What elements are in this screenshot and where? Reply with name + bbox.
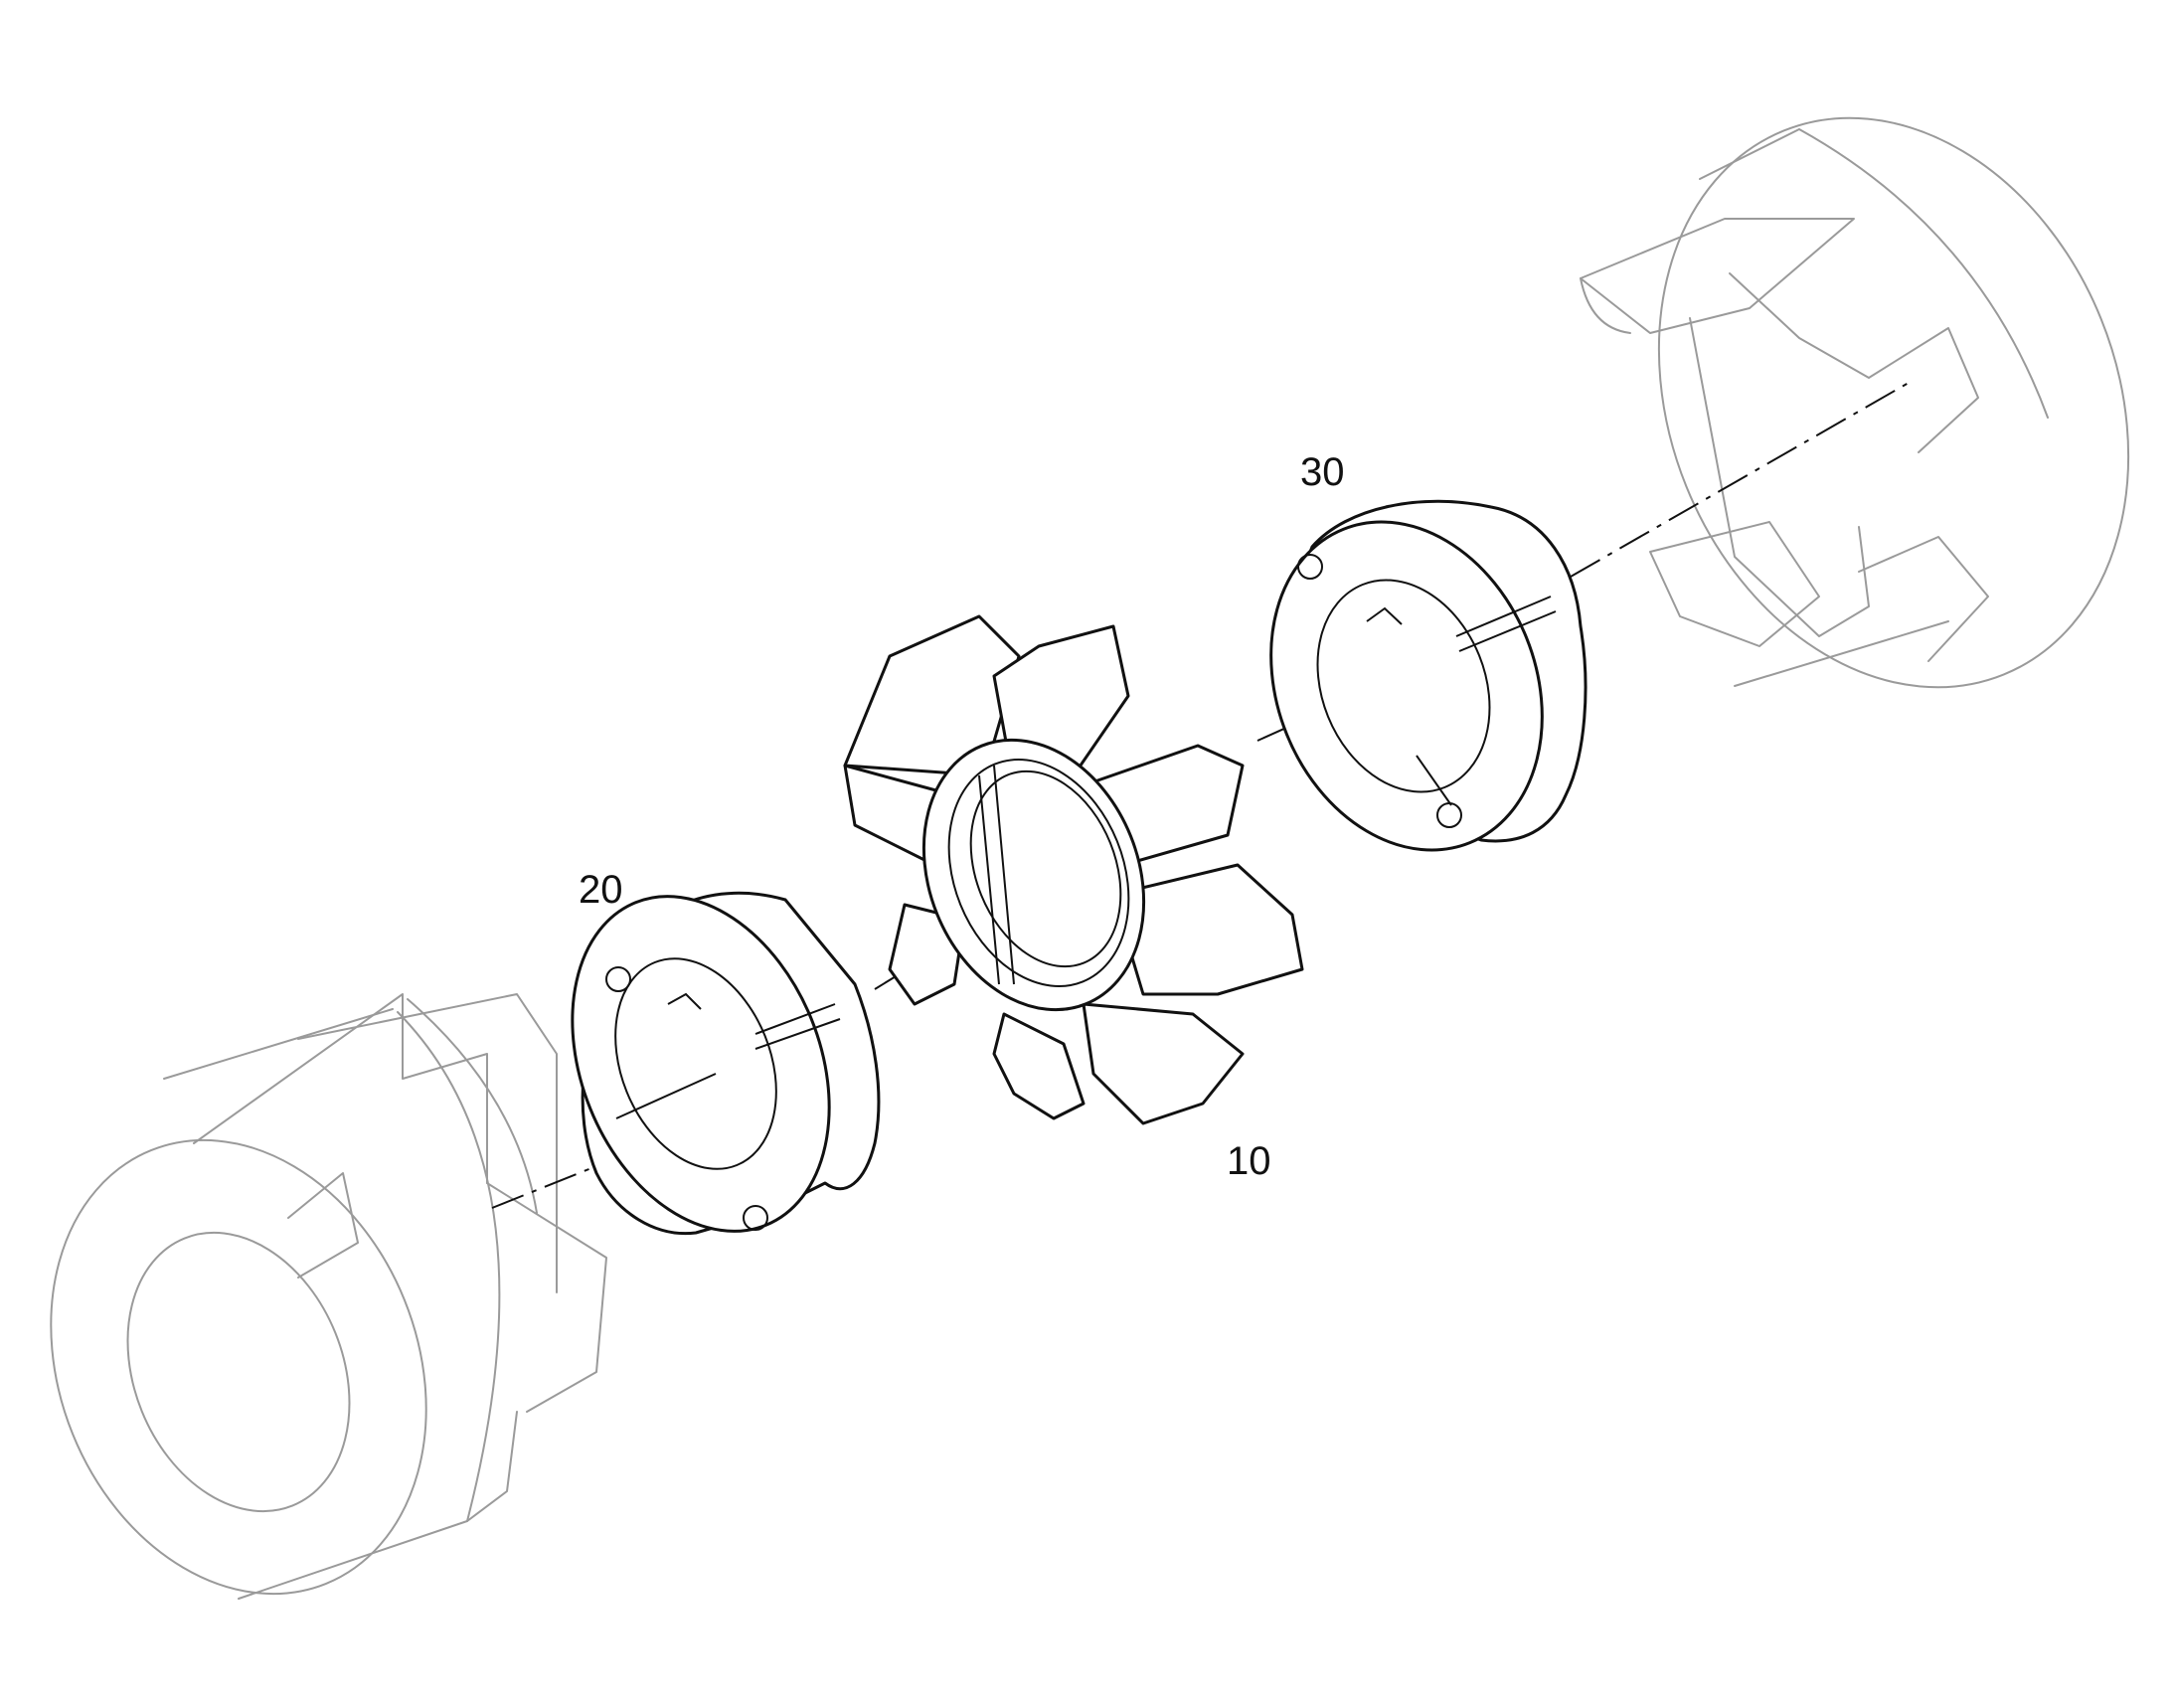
reference-numeral-20: 20: [579, 868, 623, 912]
reference-numeral-30: 30: [1300, 450, 1345, 494]
right-hub: [1580, 116, 2130, 689]
spider: [843, 614, 1304, 1125]
right-bushing: [1269, 499, 1588, 852]
left-hub: [50, 993, 607, 1600]
reference-numeral-10: 10: [1227, 1139, 1271, 1183]
left-bushing: [571, 891, 881, 1236]
